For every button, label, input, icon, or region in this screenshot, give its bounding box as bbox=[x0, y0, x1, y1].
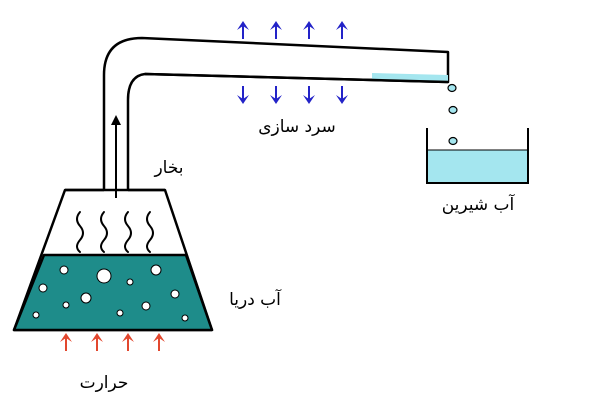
water-drop-icon bbox=[447, 83, 458, 146]
tube-bottom-edge bbox=[144, 72, 449, 84]
bubble-icon bbox=[32, 264, 189, 322]
arrow-icon bbox=[237, 21, 249, 39]
arrow-icon bbox=[270, 21, 282, 39]
fresh-water-label: آب شیرین bbox=[442, 193, 516, 215]
arrow-icon bbox=[237, 21, 348, 39]
arrow-icon bbox=[303, 21, 315, 39]
flame-arrow-icon bbox=[60, 333, 72, 351]
flame-arrow-icon bbox=[153, 333, 165, 351]
beaker-outline bbox=[426, 128, 529, 184]
arrow-icon bbox=[237, 86, 249, 104]
arrow-icon bbox=[303, 86, 315, 104]
arrow-icon bbox=[336, 86, 348, 104]
arrow-icon bbox=[237, 86, 348, 104]
arrow-icon bbox=[336, 21, 348, 39]
flame-arrow-icon bbox=[60, 333, 165, 351]
wavy-line-icon bbox=[76, 211, 154, 253]
heat-label: حرارت bbox=[80, 373, 129, 393]
arrow-icon bbox=[270, 86, 282, 104]
flame-arrow-icon bbox=[122, 333, 134, 351]
sea-water-label: آب دریا bbox=[229, 288, 282, 310]
cooling-label: سرد سازی bbox=[258, 117, 336, 137]
steam-label: بخار bbox=[153, 158, 183, 178]
fresh-water-body bbox=[427, 150, 528, 183]
condenser-tube bbox=[102, 36, 450, 205]
flame-arrow-icon bbox=[91, 333, 103, 351]
